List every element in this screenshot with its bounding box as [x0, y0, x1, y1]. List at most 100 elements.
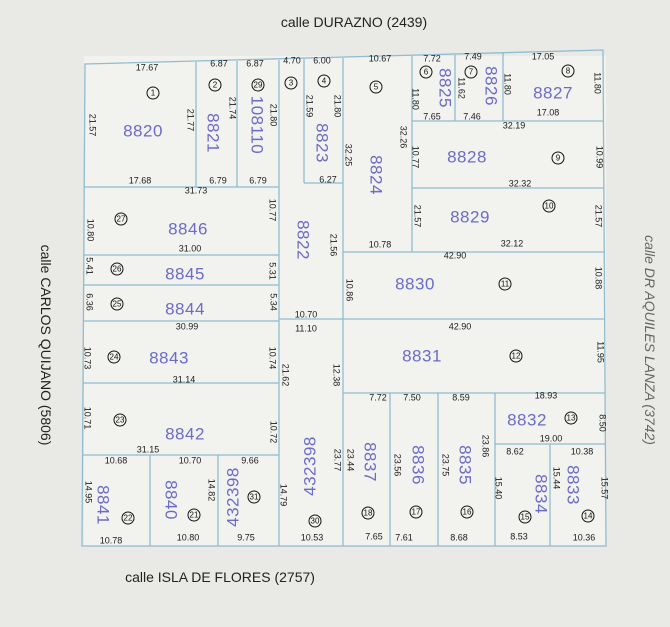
lot-number-badge: 9 [551, 151, 565, 165]
dimension-label: 10.38 [570, 446, 594, 457]
cadastral-number: 8820 [123, 121, 163, 141]
dimension-label: 32.26 [398, 125, 409, 149]
dimension-label: 10.77 [410, 145, 421, 169]
dimension-label: 14.79 [278, 483, 289, 507]
street-label-south: calle ISLA DE FLORES (2757) [125, 569, 315, 585]
dimension-label: 23.56 [392, 453, 403, 477]
dimension-label: 17.08 [536, 107, 560, 118]
lot-number-badge: 27 [114, 212, 128, 226]
dimension-label: 11.80 [592, 72, 603, 94]
lot-number-badge: 14 [581, 509, 595, 523]
dimension-label: 23.75 [440, 453, 451, 477]
dimension-label: 32.32 [508, 178, 532, 189]
dimension-label: 21.57 [412, 204, 423, 228]
dimension-label: 30.99 [175, 321, 199, 332]
lot-number-badge: 2 [208, 78, 222, 92]
dimension-label: 31.14 [172, 374, 196, 385]
dimension-label: 15.44 [551, 466, 562, 490]
cadastral-number: 8844 [165, 299, 205, 319]
dimension-label: 10.78 [99, 535, 123, 546]
dimension-label: 10.80 [176, 532, 200, 543]
dimension-label: 10.80 [85, 218, 96, 242]
dimension-label: 17.05 [531, 51, 555, 62]
lot-number-badge: 23 [113, 413, 127, 427]
dimension-label: 4.70 [283, 55, 301, 66]
dimension-label: 8.53 [510, 531, 528, 542]
dimension-label: 23.44 [345, 448, 356, 472]
dimension-label: 5.41 [84, 257, 95, 275]
cadastral-number: 8825 [435, 68, 455, 108]
cadastral-number: 8842 [165, 424, 205, 444]
dimension-label: 7.50 [403, 392, 421, 403]
dimension-label: 6.79 [209, 175, 227, 186]
dimension-label: 10.70 [178, 455, 202, 466]
lot-number-badge: 26 [110, 262, 124, 276]
dimension-label: 10.71 [82, 406, 93, 430]
cadastral-number: 8845 [165, 264, 205, 284]
lot-number-badge: 1 [146, 86, 160, 100]
dimension-label: 21.57 [87, 113, 98, 137]
dimension-label: 10.77 [267, 198, 278, 222]
cadastral-number: 108110 [247, 95, 267, 155]
dimension-label: 10.53 [300, 532, 324, 543]
dimension-label: 21.80 [332, 94, 343, 118]
dimension-label: 31.73 [184, 185, 208, 196]
cadastral-number: 8826 [481, 66, 501, 106]
dimension-label: 21.80 [268, 103, 279, 127]
cadastral-number: 8830 [395, 274, 435, 294]
dimension-label: 10.74 [267, 346, 278, 370]
dimension-label: 12.38 [331, 363, 342, 387]
dimension-label: 7.65 [423, 111, 441, 122]
lot-number-badge: 24 [107, 350, 121, 364]
dimension-label: 15.40 [493, 476, 504, 500]
lot-number-badge: 15 [518, 510, 532, 524]
dimension-label: 42.90 [448, 321, 472, 332]
lot-number-badge: 22 [121, 511, 135, 525]
dimension-label: 21.77 [185, 108, 196, 132]
cadastral-number: 8823 [312, 123, 332, 163]
dimension-label: 10.70 [294, 309, 318, 320]
dimension-label: 9.75 [237, 532, 255, 543]
lot-number-badge: 17 [409, 505, 423, 519]
dimension-label: 10.78 [368, 239, 392, 250]
dimension-label: 23.77 [332, 448, 343, 472]
dimension-label: 14.82 [206, 478, 217, 502]
dimension-label: 7.49 [464, 51, 482, 62]
dimension-label: 7.61 [395, 532, 413, 543]
dimension-label: 23.86 [480, 434, 491, 458]
lot-number-badge: 21 [187, 508, 201, 522]
cadastral-number: 8840 [161, 480, 181, 520]
cadastral-number: 8834 [531, 474, 551, 514]
dimension-label: 21.62 [280, 363, 291, 387]
dimension-label: 10.72 [268, 420, 279, 444]
block-outline [81, 49, 607, 547]
dimension-label: 10.36 [572, 532, 596, 543]
dimension-label: 8.59 [452, 392, 470, 403]
cadastral-number: 8841 [93, 485, 113, 525]
dimension-label: 6.87 [246, 58, 264, 69]
dimension-label: 8.68 [450, 532, 468, 543]
lot-number-badge: 5 [369, 80, 383, 94]
dimension-label: 7.72 [369, 392, 387, 403]
lot-number-badge: 16 [460, 505, 474, 519]
dimension-label: 10.68 [104, 455, 128, 466]
dimension-label: 10.86 [344, 278, 355, 302]
dimension-label: 32.19 [502, 120, 526, 131]
dimension-label: 21.57 [593, 204, 604, 228]
dimension-label: 31.00 [178, 243, 202, 254]
dimension-label: 9.66 [241, 455, 259, 466]
dimension-label: 10.88 [593, 266, 604, 290]
cadastral-number: 8846 [168, 219, 208, 239]
lot-number-badge: 8 [561, 64, 575, 78]
lot-number-badge: 30 [308, 514, 322, 528]
cadastral-number: 8833 [563, 465, 583, 505]
dimension-label: 11.95 [595, 341, 606, 363]
dimension-label: 19.00 [539, 433, 563, 444]
cadastral-number: 8832 [507, 410, 547, 430]
dimension-label: 6.87 [210, 58, 228, 69]
dimension-label: 10.99 [594, 145, 605, 169]
dimension-label: 10.67 [368, 53, 392, 64]
cadastral-number: 8831 [402, 346, 442, 366]
cadastral-number: 8829 [450, 207, 490, 227]
street-label-east: calle DR AQUILES LANZA (3742) [642, 235, 658, 445]
